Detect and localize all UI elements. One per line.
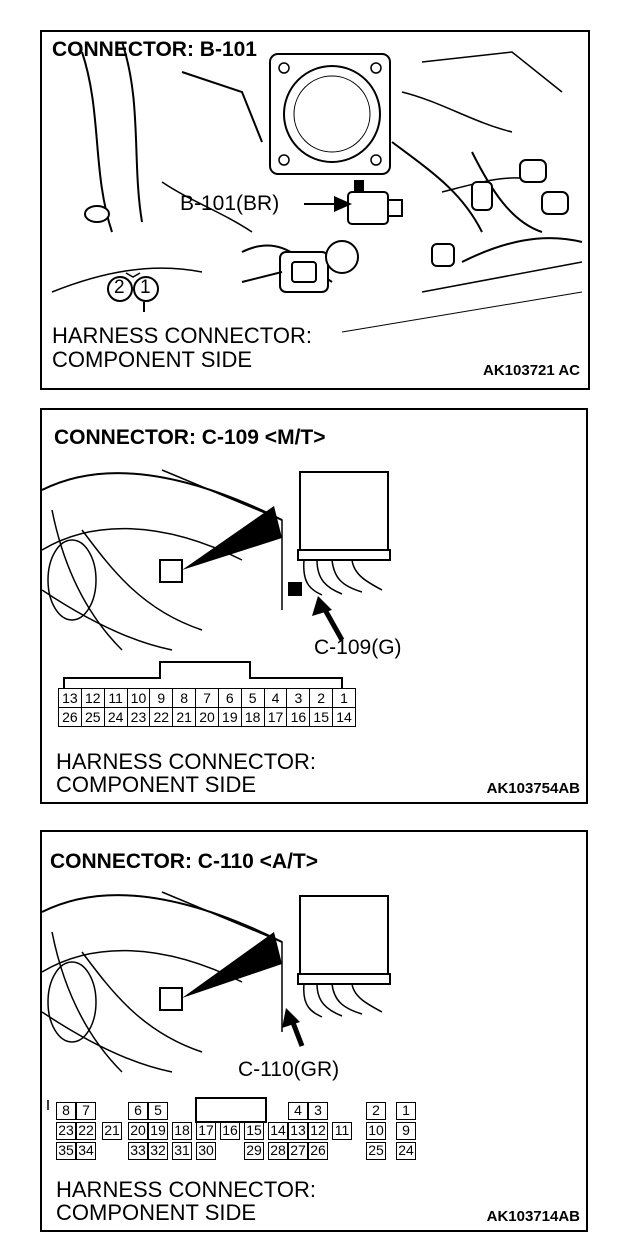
- pin-cell: 21: [172, 707, 197, 727]
- pin-cell: 2: [309, 688, 334, 708]
- pin-cell: 17: [196, 1122, 216, 1140]
- pin-cell: 22: [149, 707, 174, 727]
- pin-cell: 2: [366, 1102, 386, 1120]
- pin-row: 13 12 11 10 9 8 7 6 5 4 3 2 1: [58, 688, 356, 708]
- pin-grid: 13 12 11 10 9 8 7 6 5 4 3 2 1 26 25 24 2…: [58, 688, 356, 727]
- pin-cell: 6: [217, 688, 242, 708]
- panel-title: CONNECTOR: B-101: [52, 38, 257, 61]
- pin-row: 26 25 24 23 22 21 20 19 18 17 16 15 14: [58, 707, 356, 727]
- panel-title: CONNECTOR: C-110 <A/T>: [50, 850, 319, 873]
- pin-cell: 19: [148, 1122, 168, 1140]
- pin-cell: 12: [308, 1122, 328, 1140]
- pin-cell: 14: [268, 1122, 288, 1140]
- figure-code: AK103754AB: [486, 780, 580, 797]
- footer-line1: HARNESS CONNECTOR:: [52, 323, 312, 348]
- c109-illustration: [42, 469, 391, 688]
- pin-cell: 34: [76, 1142, 96, 1160]
- c110-illustration: [42, 891, 391, 1123]
- pin-cell: 30: [196, 1142, 216, 1160]
- pin-cell: 27: [288, 1142, 308, 1160]
- pin-cell: 18: [172, 1122, 192, 1140]
- pin-cell: 35: [56, 1142, 76, 1160]
- pin-cell: 13: [288, 1122, 308, 1140]
- pin-cell: 16: [286, 707, 311, 727]
- pin-label: 1: [140, 277, 151, 298]
- pin-cell: 15: [309, 707, 334, 727]
- pin-cell: 18: [240, 707, 265, 727]
- pin-cell: 21: [102, 1122, 122, 1140]
- panel-title: CONNECTOR: C-109 <M/T>: [54, 426, 326, 449]
- panel-c110: CONNECTOR: C-110 <A/T> C-110(GR) 8 7 6 5…: [40, 830, 588, 1232]
- pin-cell: 7: [76, 1102, 96, 1120]
- pin-cell: 5: [148, 1102, 168, 1120]
- pin-cell: 20: [128, 1122, 148, 1140]
- pin-cell: 32: [148, 1142, 168, 1160]
- pin-cell: 23: [56, 1122, 76, 1140]
- panel-b101: CONNECTOR: B-101 B-101(BR) 2 1 HARNESS C…: [40, 30, 590, 390]
- pin-cell: 8: [172, 688, 197, 708]
- pin-cell: 24: [396, 1142, 416, 1160]
- pin-cell: 15: [244, 1122, 264, 1140]
- pin-cell: 1: [332, 688, 356, 708]
- footer-line1: HARNESS CONNECTOR:: [56, 1177, 316, 1202]
- pin-cell: 9: [396, 1122, 416, 1140]
- pin-cell: 23: [126, 707, 151, 727]
- pin-cell: 8: [56, 1102, 76, 1120]
- pin-cell: 29: [244, 1142, 264, 1160]
- pin-label: 2: [114, 277, 125, 298]
- pin-cell: 25: [80, 707, 105, 727]
- pin-cell: 28: [268, 1142, 288, 1160]
- pin-cell: 31: [172, 1142, 192, 1160]
- pin-cell: 7: [195, 688, 219, 708]
- pin-cell: 17: [263, 707, 288, 727]
- pin-cell: 11: [332, 1122, 352, 1140]
- pin-cell: 4: [263, 688, 288, 708]
- pin-cell: 33: [128, 1142, 148, 1160]
- pin-cell: 5: [240, 688, 265, 708]
- pin-cell: 11: [103, 688, 128, 708]
- pin-cell: 9: [149, 688, 174, 708]
- pin-cell: 26: [58, 707, 82, 727]
- connector-callout-label: C-109(G): [314, 636, 402, 659]
- pin-cell: 12: [80, 688, 105, 708]
- figure-code: AK103721 AC: [483, 362, 580, 379]
- pin-cell: 1: [396, 1102, 416, 1120]
- pin-cell: 19: [217, 707, 242, 727]
- footer-line1: HARNESS CONNECTOR:: [56, 749, 316, 774]
- footer-line2: COMPONENT SIDE: [56, 1200, 257, 1225]
- pin-cell: 10: [366, 1122, 386, 1140]
- pin-cell: 16: [220, 1122, 240, 1140]
- footer-line2: COMPONENT SIDE: [52, 347, 253, 372]
- pin-cell: 13: [58, 688, 82, 708]
- footer-line2: COMPONENT SIDE: [56, 772, 257, 797]
- pin-cell: 3: [308, 1102, 328, 1120]
- pin-cell: 22: [76, 1122, 96, 1140]
- figure-code: AK103714AB: [486, 1208, 580, 1225]
- b101-illustration: [51, 41, 583, 333]
- pin-cell: 6: [128, 1102, 148, 1120]
- pin-cell: 10: [126, 688, 151, 708]
- pin-cell: 14: [332, 707, 356, 727]
- pin-cell: 24: [103, 707, 128, 727]
- pin-cell: 20: [195, 707, 219, 727]
- pin-cell: 26: [308, 1142, 328, 1160]
- connector-callout-label: C-110(GR): [238, 1058, 340, 1081]
- connector-callout-label: B-101(BR): [180, 192, 280, 215]
- panel-c109: CONNECTOR: C-109 <M/T> C-109(G) 13 12 11…: [40, 408, 588, 804]
- pin-cell: 25: [366, 1142, 386, 1160]
- pin-cell: 3: [286, 688, 311, 708]
- pin-cell: 4: [288, 1102, 308, 1120]
